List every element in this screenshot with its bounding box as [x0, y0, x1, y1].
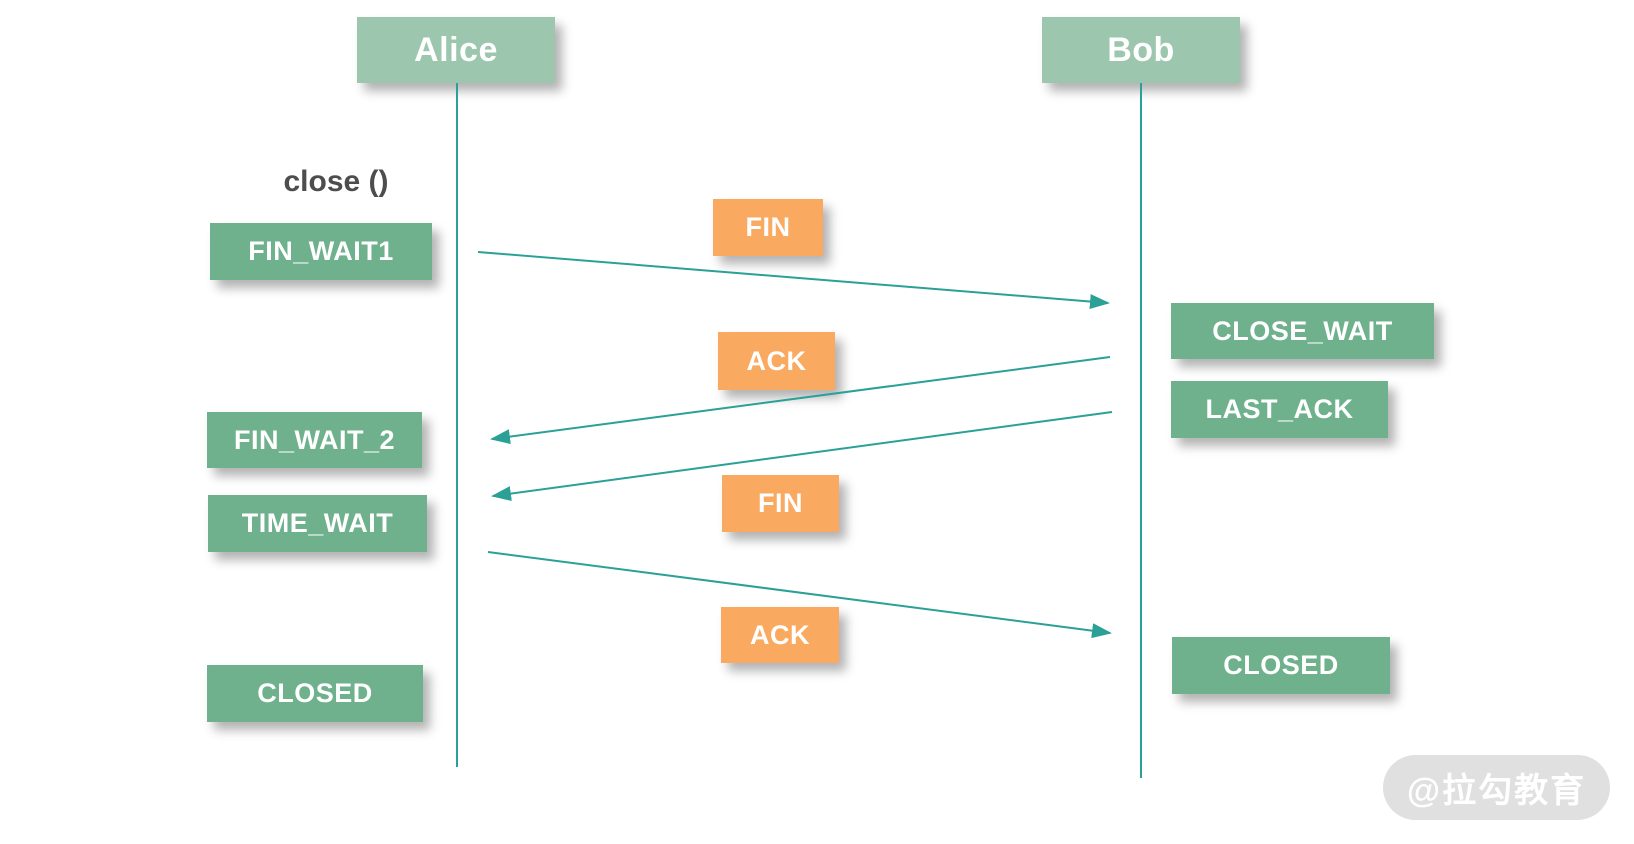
state-closed-alice: CLOSED	[207, 665, 423, 722]
actor-bob: Bob	[1042, 17, 1240, 83]
message-label-ack-2: ACK	[721, 607, 839, 663]
state-close-wait: CLOSE_WAIT	[1171, 303, 1434, 359]
arrow-fin-1	[477, 251, 1110, 310]
state-last-ack: LAST_ACK	[1171, 381, 1388, 438]
state-fin-wait-2: FIN_WAIT_2	[207, 412, 422, 468]
state-time-wait: TIME_WAIT	[208, 495, 427, 552]
message-label-fin-2: FIN	[722, 475, 839, 532]
watermark-badge: @拉勾教育	[1383, 755, 1610, 820]
bob-lifeline	[1140, 83, 1142, 778]
state-fin-wait1: FIN_WAIT1	[210, 223, 432, 280]
watermark-text: @拉勾教育	[1406, 772, 1587, 810]
state-closed-bob: CLOSED	[1172, 637, 1390, 694]
message-label-ack-1: ACK	[718, 332, 835, 390]
message-label-fin-1: FIN	[713, 199, 823, 256]
alice-lifeline	[456, 83, 458, 767]
actor-alice: Alice	[357, 17, 555, 83]
close-call-label: close ()	[283, 165, 389, 198]
